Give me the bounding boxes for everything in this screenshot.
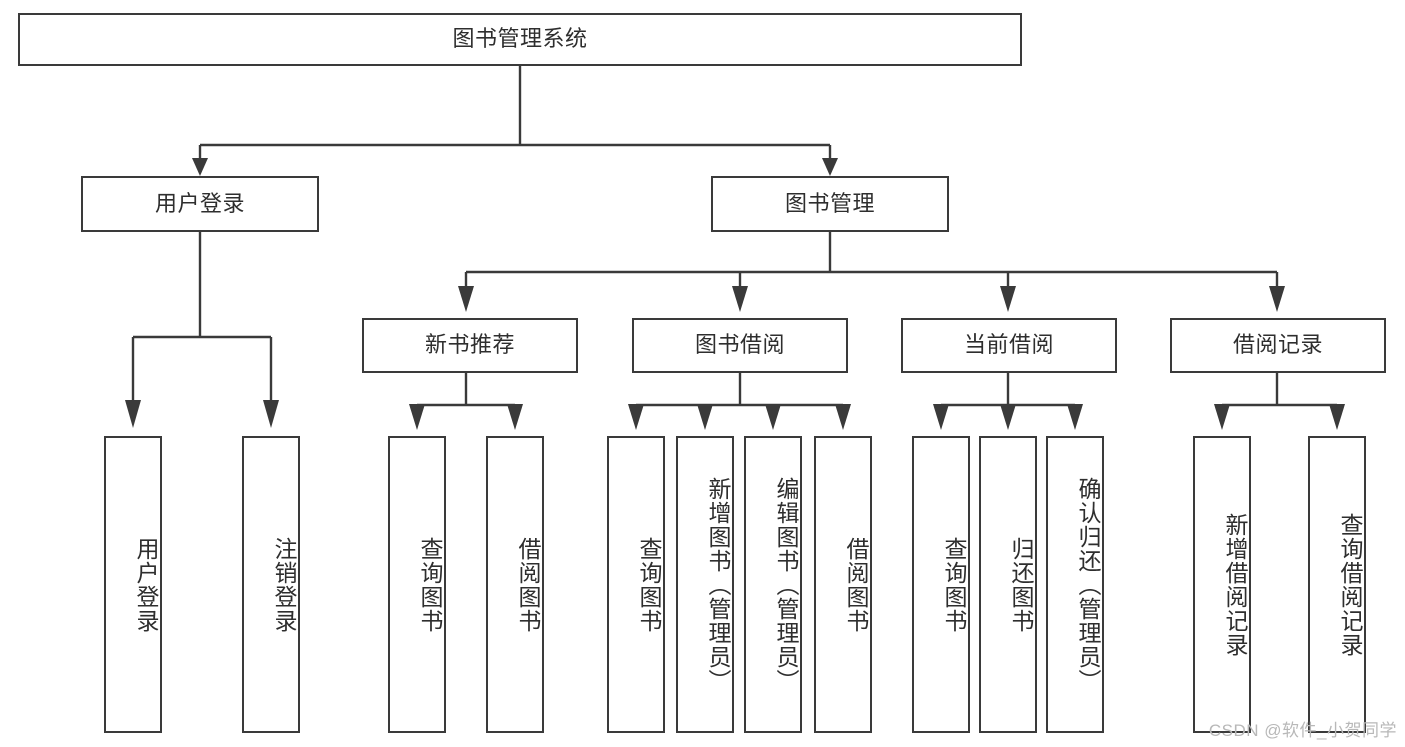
arrow-book-borrow-leaf-2 (697, 404, 713, 430)
arrow-user-login-leaf-1 (125, 400, 141, 428)
leaf-book-borrow-query[interactable]: 查询图书 (607, 436, 665, 733)
arrow-to-current-borrow (1000, 286, 1016, 312)
node-borrow-record[interactable]: 借阅记录 (1170, 318, 1386, 373)
leaf-book-borrow-edit[interactable]: 编辑图书（管理员） (744, 436, 802, 733)
node-book-borrow[interactable]: 图书借阅 (632, 318, 848, 373)
arrow-new-book-leaf-2 (507, 404, 523, 430)
leaf-label: 借阅图书 (515, 536, 541, 633)
leaf-label: 注销登录 (271, 536, 297, 633)
node-current-borrow-label: 当前借阅 (963, 332, 1054, 358)
node-new-book-recommend-label: 新书推荐 (424, 332, 515, 358)
leaf-current-borrow-query[interactable]: 查询图书 (912, 436, 970, 733)
arrow-current-borrow-leaf-3 (1067, 404, 1083, 430)
node-user-login-label: 用户登录 (154, 190, 245, 216)
leaf-borrow-record-add[interactable]: 新增借阅记录 (1193, 436, 1251, 733)
leaf-label: 查询图书 (941, 536, 967, 633)
leaf-new-book-query[interactable]: 查询图书 (388, 436, 446, 733)
leaf-label: 新增图书（管理员） (705, 476, 731, 693)
arrow-current-borrow-leaf-2 (1000, 404, 1016, 430)
arrow-book-borrow-leaf-4 (835, 404, 851, 430)
leaf-user-login-login[interactable]: 用户登录 (104, 436, 162, 733)
leaf-current-borrow-confirm[interactable]: 确认归还（管理员） (1046, 436, 1104, 733)
leaf-user-login-logout[interactable]: 注销登录 (242, 436, 300, 733)
leaf-label: 新增借阅记录 (1222, 512, 1248, 657)
arrow-to-borrow-record (1269, 286, 1285, 312)
node-new-book-recommend[interactable]: 新书推荐 (362, 318, 578, 373)
node-root[interactable]: 图书管理系统 (18, 13, 1022, 66)
leaf-label: 归还图书 (1008, 536, 1034, 633)
leaf-book-borrow-borrow[interactable]: 借阅图书 (814, 436, 872, 733)
node-book-management[interactable]: 图书管理 (711, 176, 949, 232)
arrow-to-user-login (192, 158, 208, 176)
leaf-label: 编辑图书（管理员） (773, 476, 799, 693)
arrow-current-borrow-leaf-1 (933, 404, 949, 430)
leaf-borrow-record-query[interactable]: 查询借阅记录 (1308, 436, 1366, 733)
watermark-text: CSDN @软件_小贺同学 (1208, 721, 1397, 740)
node-current-borrow[interactable]: 当前借阅 (901, 318, 1117, 373)
leaf-label: 查询图书 (636, 536, 662, 633)
node-user-login[interactable]: 用户登录 (81, 176, 319, 232)
node-root-label: 图书管理系统 (452, 26, 588, 52)
leaf-label: 借阅图书 (843, 536, 869, 633)
arrow-to-new-book (458, 286, 474, 312)
leaf-current-borrow-return[interactable]: 归还图书 (979, 436, 1037, 733)
node-book-borrow-label: 图书借阅 (694, 332, 785, 358)
arrow-borrow-record-leaf-1 (1214, 404, 1230, 430)
arrow-book-borrow-leaf-3 (765, 404, 781, 430)
arrow-to-book-borrow (732, 286, 748, 312)
arrow-new-book-leaf-1 (409, 404, 425, 430)
node-book-management-label: 图书管理 (784, 190, 875, 216)
arrow-to-book-mgmt (822, 158, 838, 176)
leaf-label: 查询借阅记录 (1337, 512, 1363, 657)
arrow-borrow-record-leaf-2 (1329, 404, 1345, 430)
node-borrow-record-label: 借阅记录 (1232, 332, 1323, 358)
leaf-new-book-borrow[interactable]: 借阅图书 (486, 436, 544, 733)
leaf-label: 查询图书 (417, 536, 443, 633)
arrow-book-borrow-leaf-1 (628, 404, 644, 430)
leaf-label: 确认归还（管理员） (1075, 476, 1101, 693)
leaf-label: 用户登录 (133, 536, 159, 633)
arrow-user-login-leaf-2 (263, 400, 279, 428)
leaf-book-borrow-add[interactable]: 新增图书（管理员） (676, 436, 734, 733)
